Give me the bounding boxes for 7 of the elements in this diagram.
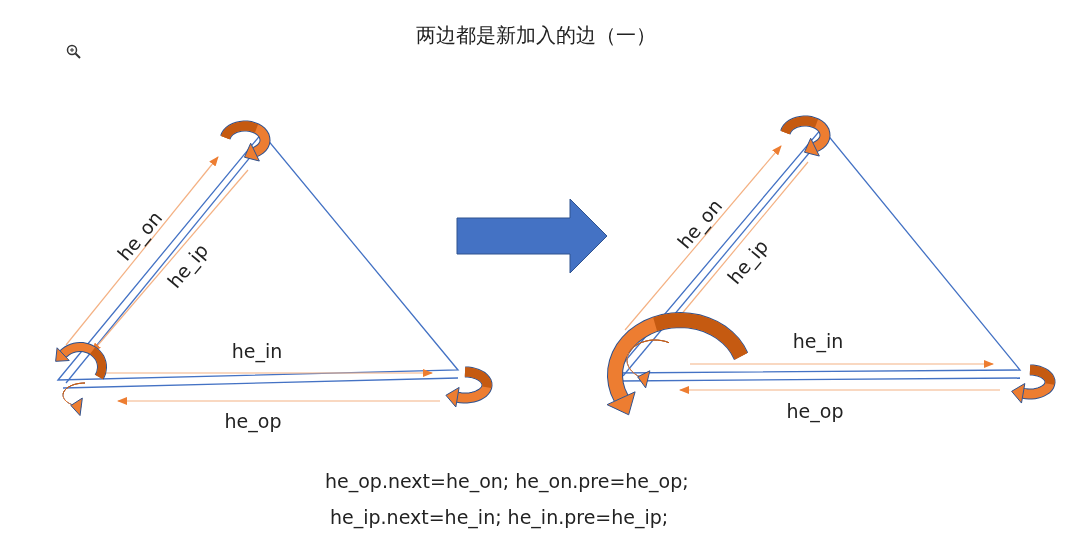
code-line: he_ip.next=he_in; he_in.pre=he_ip; — [330, 508, 669, 527]
half-edge-label: he_in — [792, 331, 844, 351]
half-edge-label: he_op — [224, 411, 282, 431]
title: 两边都是新加入的边（一） — [415, 23, 656, 47]
half-edge-label: he_in — [231, 341, 283, 361]
half-edge-label: he_op — [786, 401, 844, 421]
code-line: he_op.next=he_on; he_on.pre=he_op; — [325, 472, 689, 491]
